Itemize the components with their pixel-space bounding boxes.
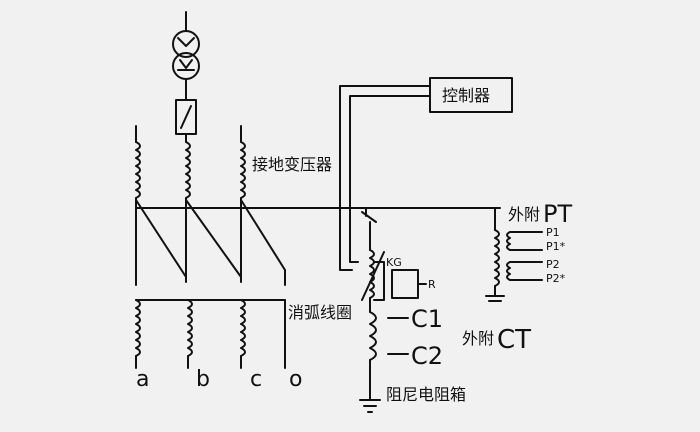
external-pt-code: PT xyxy=(543,200,572,228)
fuse-symbol xyxy=(175,99,197,143)
zigzag-connection xyxy=(135,199,501,286)
external-pt-prefix: 外附 xyxy=(508,205,540,224)
p1-label: P1 xyxy=(546,226,560,239)
p1-star-label: P1* xyxy=(546,240,566,253)
external-ct-prefix: 外附 xyxy=(462,329,494,348)
external-pt xyxy=(485,207,543,302)
arc-suppression-coil-label: 消弧线圈 xyxy=(288,303,352,322)
secondary-windings xyxy=(135,299,286,369)
c2-label: C2 xyxy=(411,342,443,370)
controller-label: 控制器 xyxy=(442,86,490,105)
external-ct-code: CT xyxy=(497,325,531,355)
grounding-transformer-windings xyxy=(135,125,246,286)
arc-suppression-coil xyxy=(359,207,427,413)
phase-c-label: c xyxy=(250,367,262,392)
phase-a-label: a xyxy=(136,367,149,392)
neutral-o-label: o xyxy=(289,367,302,392)
supply-transformer-symbol xyxy=(172,11,200,101)
p2-label: P2 xyxy=(546,258,560,271)
damping-resistor-box-label: 阻尼电阻箱 xyxy=(386,385,466,404)
kg-label: KG xyxy=(386,256,402,269)
r-label: R xyxy=(428,278,436,291)
c1-label: C1 xyxy=(411,305,443,333)
phase-b-label: b xyxy=(196,367,210,392)
p2-star-label: P2* xyxy=(546,272,566,285)
grounding-transformer-label: 接地变压器 xyxy=(252,155,332,174)
controller-wiring xyxy=(339,77,513,271)
